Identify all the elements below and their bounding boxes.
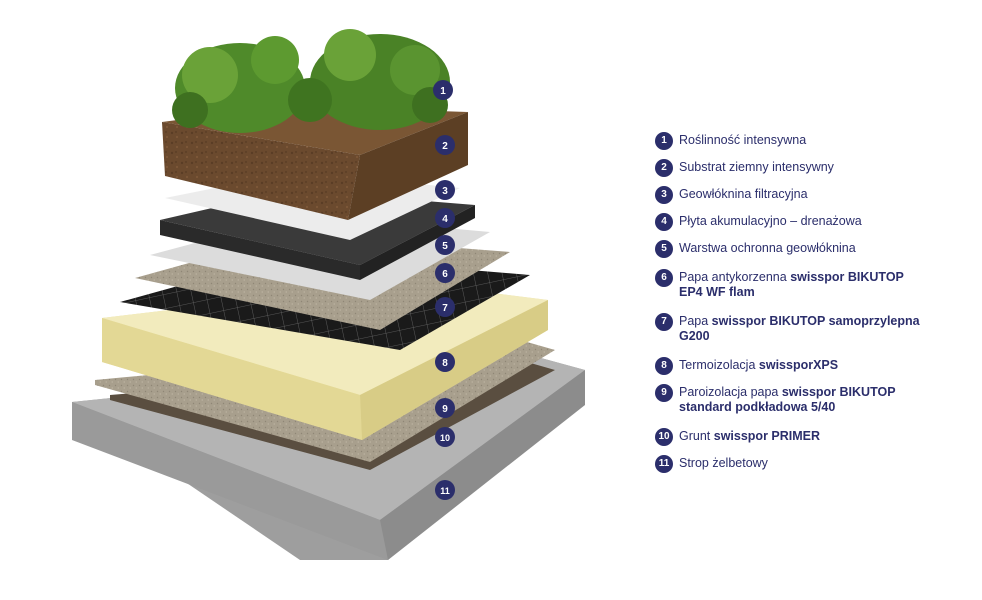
legend-item-11: 11 Strop żelbetowy <box>655 455 929 473</box>
legend-item-1: 1 Roślinność intensywna <box>655 132 929 150</box>
svg-text:4: 4 <box>442 214 448 225</box>
legend-item-text: Substrat ziemny intensywny <box>679 160 834 174</box>
legend-item-text: Grunt swisspor PRIMER <box>679 429 821 443</box>
diagram-marker-4: 4 <box>435 208 455 228</box>
legend-item-4: 4 Płyta akumulacyjno – drenażowa <box>655 213 929 231</box>
legend-item-text: Geowłóknina filtracyjna <box>679 187 808 201</box>
svg-text:1: 1 <box>440 86 446 97</box>
legend-number-badge: 1 <box>655 132 673 150</box>
legend-item-7: 7 Papa swisspor BIKUTOP samoprzylepna G2… <box>655 313 929 344</box>
legend-item-3: 3 Geowłóknina filtracyjna <box>655 186 929 204</box>
svg-text:5: 5 <box>442 241 448 252</box>
legend-item-text: Strop żelbetowy <box>679 456 768 470</box>
legend-item-text: Warstwa ochronna geowłóknina <box>679 241 856 255</box>
legend-number-badge: 10 <box>655 428 673 446</box>
svg-text:8: 8 <box>442 358 448 369</box>
diagram-marker-8: 8 <box>435 352 455 372</box>
legend-number-badge: 4 <box>655 213 673 231</box>
legend-item-text: Termoizolacja swissporXPS <box>679 358 839 372</box>
svg-text:3: 3 <box>442 186 448 197</box>
diagram-marker-5: 5 <box>435 235 455 255</box>
legend-number-badge: 11 <box>655 455 673 473</box>
legend-item-8: 8 Termoizolacja swissporXPS <box>655 357 929 375</box>
legend-item-6: 6 Papa antykorzenna swisspor BIKUTOP EP4… <box>655 269 929 300</box>
legend-item-text: Papa swisspor BIKUTOP samoprzylepna G200 <box>679 314 920 343</box>
legend-number-badge: 2 <box>655 159 673 177</box>
roof-layers-diagram: 1 2 3 4 5 6 7 8 9 10 11 <box>72 29 585 560</box>
svg-text:10: 10 <box>440 433 450 443</box>
svg-text:2: 2 <box>442 141 448 152</box>
diagram-marker-9: 9 <box>435 398 455 418</box>
legend-item-text: Papa antykorzenna swisspor BIKUTOP EP4 W… <box>679 270 904 299</box>
diagram-marker-7: 7 <box>435 297 455 317</box>
layer-plants <box>172 29 450 133</box>
diagram-marker-11: 11 <box>435 480 455 500</box>
svg-text:7: 7 <box>442 303 448 314</box>
legend-item-10: 10 Grunt swisspor PRIMER <box>655 428 929 446</box>
diagram-marker-2: 2 <box>435 135 455 155</box>
legend-item-5: 5 Warstwa ochronna geowłóknina <box>655 240 929 258</box>
diagram-marker-1: 1 <box>433 80 453 100</box>
legend-number-badge: 7 <box>655 313 673 331</box>
legend-number-badge: 3 <box>655 186 673 204</box>
diagram-marker-6: 6 <box>435 263 455 283</box>
diagram-marker-3: 3 <box>435 180 455 200</box>
svg-text:9: 9 <box>442 404 448 415</box>
legend-number-badge: 6 <box>655 269 673 287</box>
legend-number-badge: 9 <box>655 384 673 402</box>
legend-item-2: 2 Substrat ziemny intensywny <box>655 159 929 177</box>
svg-text:6: 6 <box>442 269 448 280</box>
diagram-marker-10: 10 <box>435 427 455 447</box>
legend-number-badge: 5 <box>655 240 673 258</box>
svg-text:11: 11 <box>440 486 450 496</box>
legend-item-text: Roślinność intensywna <box>679 133 807 147</box>
legend-item-text: Paroizolacja papa swisspor BIKUTOP stand… <box>679 385 896 414</box>
legend-item-text: Płyta akumulacyjno – drenażowa <box>679 214 862 228</box>
legend-number-badge: 8 <box>655 357 673 375</box>
legend-item-9: 9 Paroizolacja papa swisspor BIKUTOP sta… <box>655 384 929 415</box>
